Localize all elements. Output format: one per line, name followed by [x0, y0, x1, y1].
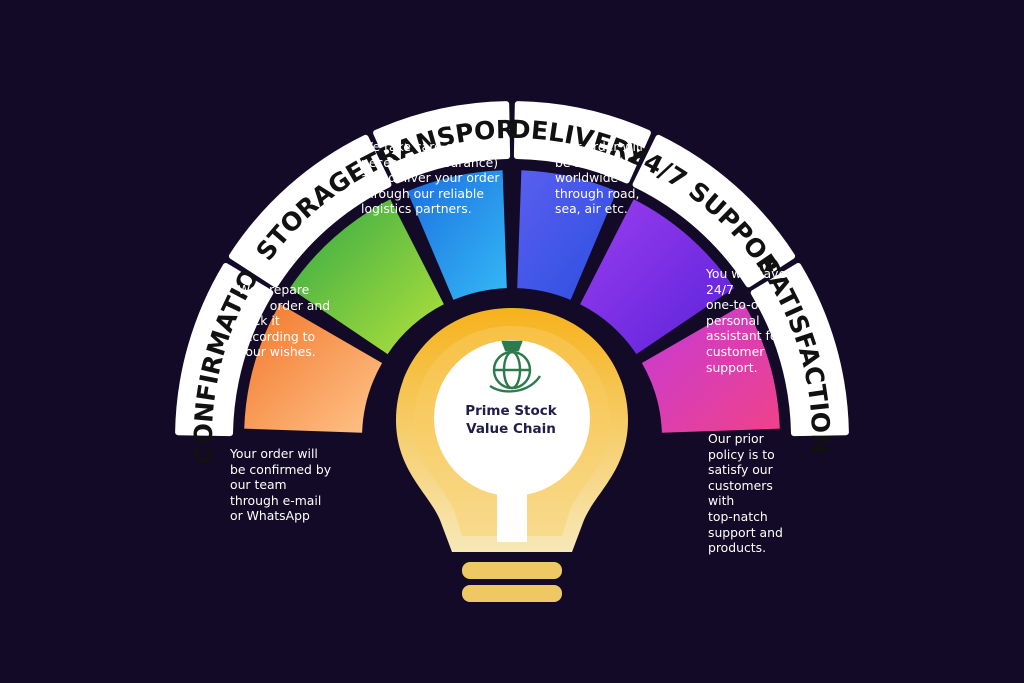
globe-crown-logo-icon	[489, 340, 542, 393]
confirmation-description: Your order will be confirmed by our team…	[230, 446, 332, 524]
confirmation-segment	[244, 304, 383, 433]
transport-description: We take care of the necessary (insurance…	[361, 139, 500, 217]
satisfaction-description: Our prior policy is to satisfy our custo…	[708, 431, 783, 556]
delivery-description: Your order will be shipped worldwide thr…	[555, 139, 643, 217]
transport-segment	[407, 170, 507, 300]
support-segment	[580, 199, 735, 355]
bulb-base-ring-1	[462, 562, 562, 579]
storage-segment	[289, 199, 444, 355]
satisfaction-title-tab	[750, 263, 849, 437]
storage-title-tab	[228, 134, 392, 288]
support-title-tab	[632, 134, 796, 288]
light-bulb-icon	[396, 308, 628, 602]
confirmation-title-tab	[175, 263, 274, 437]
transport-title-tab	[373, 101, 511, 184]
storage-description: We prepare your order and pack it accord…	[238, 282, 331, 360]
center-title: Prime Stock Value Chain	[465, 403, 557, 437]
satisfaction-segment	[641, 304, 780, 433]
support-description: You will have 24/7 one-to-one personal a…	[706, 266, 787, 375]
bulb-base-ring-2	[462, 585, 562, 602]
delivery-title-tab	[513, 101, 651, 184]
bulb-center-circle	[434, 340, 590, 496]
delivery-segment	[517, 170, 617, 300]
